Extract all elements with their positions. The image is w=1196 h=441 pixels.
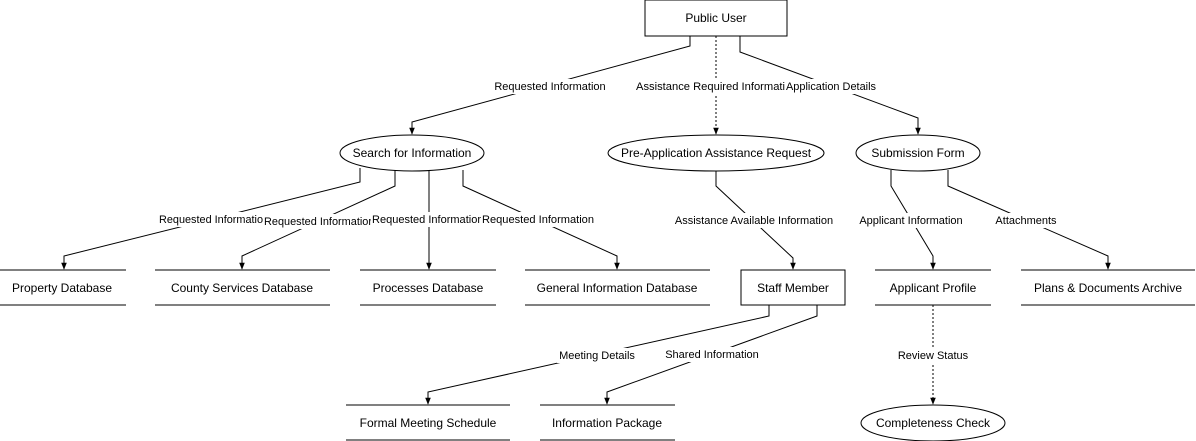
label-search-to-county: Requested Informatior bbox=[264, 216, 372, 228]
process-completeness-check[interactable]: Completeness Check bbox=[860, 404, 1006, 441]
store-information-package[interactable]: Information Package bbox=[540, 404, 675, 441]
process-pre-application-assistance-request[interactable]: Pre-Application Assistance Request bbox=[607, 134, 825, 172]
label-search-to-property: Requested Informatio bbox=[159, 214, 263, 226]
store-county-services-database-label: County Services Database bbox=[171, 281, 313, 295]
process-completeness-check-label: Completeness Check bbox=[876, 416, 991, 430]
store-information-package-label: Information Package bbox=[552, 416, 662, 430]
entity-public-user[interactable]: Public User bbox=[644, 0, 788, 37]
label-staff-to-package: Shared Information bbox=[665, 349, 759, 361]
label-preapp-to-staff: Assistance Available Information bbox=[675, 215, 833, 227]
entity-staff-member[interactable]: Staff Member bbox=[740, 269, 846, 306]
store-general-information-database-label: General Information Database bbox=[537, 281, 698, 295]
label-search-to-processes: Requested Informatior bbox=[372, 214, 481, 226]
label-profile-to-check: Review Status bbox=[898, 350, 969, 362]
store-plans-documents-archive[interactable]: Plans & Documents Archive bbox=[1021, 269, 1195, 306]
store-processes-database[interactable]: Processes Database bbox=[360, 269, 496, 306]
label-user-to-preapp: Assistance Required Informati bbox=[636, 81, 785, 93]
store-general-information-database[interactable]: General Information Database bbox=[525, 269, 710, 306]
label-search-to-general: Requested Information bbox=[482, 214, 594, 226]
store-formal-meeting-schedule-label: Formal Meeting Schedule bbox=[360, 416, 497, 430]
store-formal-meeting-schedule[interactable]: Formal Meeting Schedule bbox=[346, 404, 510, 441]
label-staff-to-meeting: Meeting Details bbox=[559, 350, 635, 362]
store-processes-database-label: Processes Database bbox=[373, 281, 484, 295]
process-submission-form[interactable]: Submission Form bbox=[855, 134, 981, 172]
label-submission-to-profile: Applicant Information bbox=[859, 215, 962, 227]
process-submission-form-label: Submission Form bbox=[871, 146, 964, 160]
entity-staff-member-label: Staff Member bbox=[757, 281, 829, 295]
label-user-to-submission: Application Details bbox=[786, 81, 876, 93]
process-search-for-information-label: Search for Information bbox=[353, 146, 472, 160]
store-county-services-database[interactable]: County Services Database bbox=[155, 269, 330, 306]
label-submission-to-archive: Attachments bbox=[995, 215, 1057, 227]
entity-public-user-label: Public User bbox=[685, 11, 746, 25]
label-user-to-search: Requested Information bbox=[494, 81, 605, 93]
store-applicant-profile[interactable]: Applicant Profile bbox=[875, 269, 991, 306]
process-pre-application-assistance-request-label: Pre-Application Assistance Request bbox=[621, 146, 812, 160]
store-applicant-profile-label: Applicant Profile bbox=[890, 281, 977, 295]
store-property-database[interactable]: Property Database bbox=[0, 269, 126, 306]
flow-labels: Requested Information Assistance Require… bbox=[157, 79, 1060, 363]
process-search-for-information[interactable]: Search for Information bbox=[339, 134, 485, 172]
store-plans-documents-archive-label: Plans & Documents Archive bbox=[1034, 281, 1182, 295]
store-property-database-label: Property Database bbox=[12, 281, 112, 295]
